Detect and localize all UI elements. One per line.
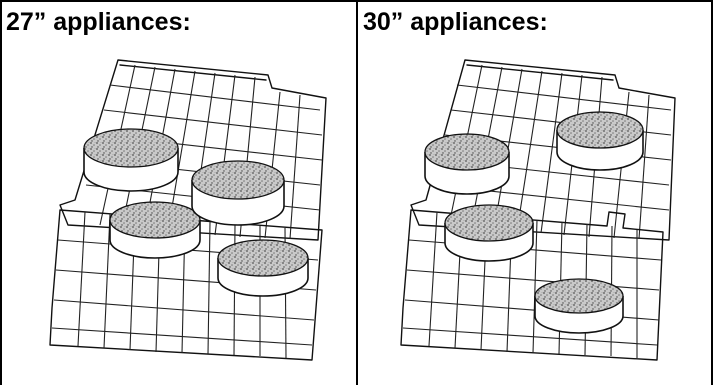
cake-pan [110, 202, 200, 258]
cake-pan [445, 205, 533, 261]
cake-pan [218, 240, 308, 296]
heading-30-inch: 30” appliances: [363, 8, 548, 36]
cake-pan [425, 134, 509, 194]
cake-pan [192, 161, 284, 225]
cake-pan [84, 129, 178, 191]
oven-rack-illustration-27 [0, 40, 356, 385]
heading-27-inch: 27” appliances: [6, 8, 191, 36]
cake-pan [535, 279, 623, 333]
oven-rack-illustration-30 [357, 40, 711, 385]
cake-pan [557, 112, 643, 170]
